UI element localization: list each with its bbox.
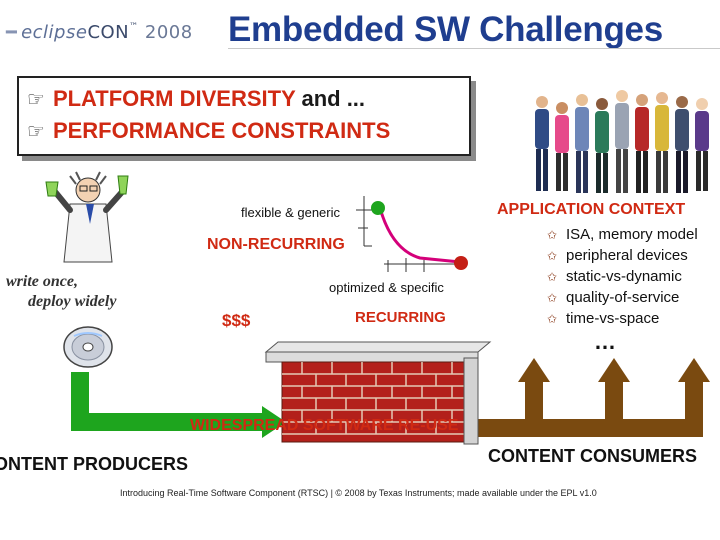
performance-constraints-text: PERFORMANCE CONSTRAINTS	[52, 118, 391, 143]
motto-line-1: write once,	[6, 273, 78, 290]
slide-title: Embedded SW Challenges	[228, 10, 663, 49]
person-icon	[675, 96, 689, 193]
flexible-generic-label: flexible & generic	[241, 205, 340, 220]
cd-disc-icon	[63, 326, 113, 368]
bullet-icon: ✩	[547, 291, 558, 305]
flask-icon	[117, 175, 129, 195]
brick-wall	[264, 341, 492, 445]
content-producers-label: ONTENT PRODUCERS	[0, 454, 189, 474]
platform-diversity-text: PLATFORM DIVERSITY	[52, 86, 296, 111]
logo-eclipse-text: eclipse	[21, 22, 88, 43]
arrow-head	[678, 358, 710, 382]
flask-icon	[45, 181, 59, 197]
callout-line-platform: ☞ PLATFORM DIVERSITY and ...	[27, 86, 365, 112]
logo-year: 2008	[144, 22, 193, 43]
motto: write once, deploy widely	[6, 272, 116, 312]
bullet-icon: ✩	[547, 312, 558, 326]
optimized-specific-label: optimized & specific	[329, 280, 444, 295]
cost-label: $$$	[222, 311, 251, 330]
list-item: ✩ quality-of-service	[547, 287, 698, 308]
list-item-text: ISA, memory model	[566, 226, 698, 243]
footer-text: Introducing Real-Time Software Component…	[120, 488, 597, 498]
person-icon	[535, 96, 549, 191]
non-recurring-label: NON-RECURRING	[207, 236, 345, 253]
person-icon	[655, 92, 669, 193]
list-item-text: quality-of-service	[566, 289, 680, 306]
challenges-callout: ☞ PLATFORM DIVERSITY and ... ☞ PERFORMANCE…	[17, 76, 471, 156]
title-underline	[228, 48, 720, 49]
recurring-label: RECURRING	[355, 309, 446, 326]
application-context-list: ✩ ISA, memory model ✩ peripheral devices ✩…	[547, 224, 698, 329]
list-item-text: time-vs-space	[566, 310, 660, 327]
person-icon	[595, 98, 609, 193]
tradeoff-graph	[356, 196, 468, 272]
scientist-illustration	[45, 171, 129, 263]
consumer-arrows	[472, 358, 710, 437]
list-item: ✩ time-vs-space	[547, 308, 698, 329]
business-people-illustration	[535, 90, 709, 193]
widespread-reuse-label: WIDESPREAD SOFTWARE RE-USE	[190, 417, 459, 434]
person-icon	[555, 102, 569, 191]
bullet-icon: ✩	[547, 228, 558, 242]
bullet-icon: ✩	[547, 249, 558, 263]
person-icon	[575, 94, 589, 193]
list-item-text: static-vs-dynamic	[566, 268, 682, 285]
producer-arrow	[71, 372, 286, 438]
list-item-text: peripheral devices	[566, 247, 688, 264]
application-context-title: APPLICATION CONTEXT	[497, 201, 686, 218]
arrow-head	[598, 358, 630, 382]
logo-swoosh: ━	[6, 22, 17, 43]
pointing-hand-icon: ☞	[27, 87, 45, 111]
and-more-text: and ...	[295, 86, 366, 111]
list-item: ✩ peripheral devices	[547, 245, 698, 266]
logo-con-text: CON	[87, 22, 130, 43]
person-icon	[615, 90, 629, 193]
flexible-point	[371, 201, 385, 215]
callout-line-performance: ☞ PERFORMANCE CONSTRAINTS	[27, 118, 390, 144]
pointing-hand-icon: ☞	[27, 119, 45, 143]
arrow-head	[518, 358, 550, 382]
list-item: ✩ static-vs-dynamic	[547, 266, 698, 287]
logo-tm: ™	[129, 22, 139, 32]
bullet-icon: ✩	[547, 270, 558, 284]
list-item: ✩ ISA, memory model	[547, 224, 698, 245]
optimized-point	[454, 256, 468, 270]
tradeoff-curve	[378, 207, 461, 264]
motto-line-2: deploy widely	[28, 293, 117, 310]
ellipsis: …	[594, 329, 616, 354]
content-consumers-label: CONTENT CONSUMERS	[488, 446, 698, 466]
person-icon	[635, 94, 649, 193]
person-icon	[695, 98, 709, 191]
eclipsecon-logo: ━ eclipseCON™ 2008	[6, 22, 193, 43]
